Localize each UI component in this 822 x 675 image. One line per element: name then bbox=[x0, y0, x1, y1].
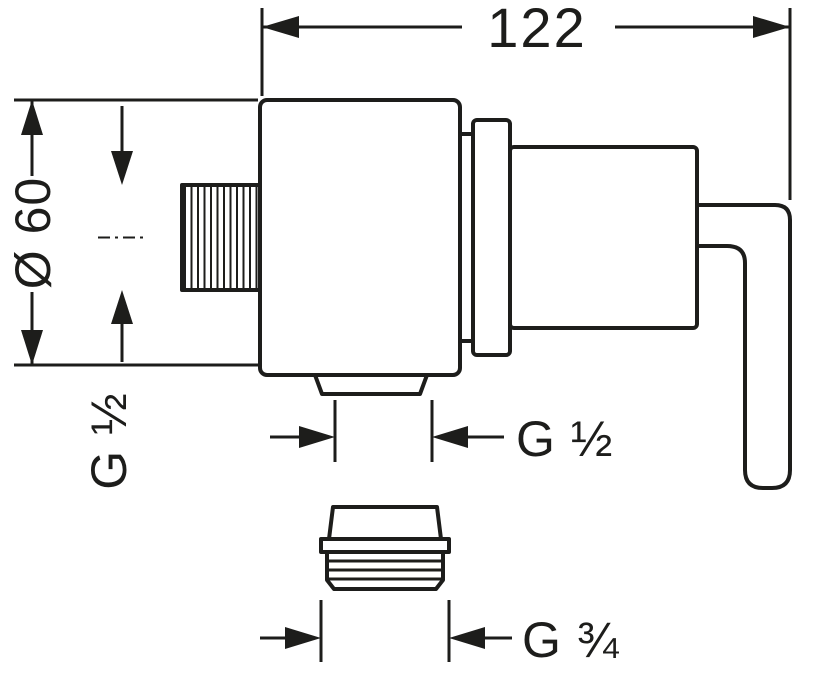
dimension-width: 122 bbox=[260, 0, 792, 200]
inlet-thread bbox=[180, 183, 260, 292]
adapter-neck bbox=[327, 505, 443, 541]
escutcheon-plate bbox=[471, 118, 512, 357]
dimension-outlet-thread: G ½ bbox=[270, 400, 613, 467]
valve-body bbox=[258, 98, 462, 377]
dimension-outlet-thread-label: G ½ bbox=[516, 411, 613, 467]
arrowhead-down-icon bbox=[21, 330, 43, 365]
arrowhead-right-icon bbox=[285, 627, 321, 649]
dimension-adapter-thread-label: G ¾ bbox=[522, 612, 620, 668]
arrowhead-up-icon bbox=[111, 290, 133, 324]
outlet-stub bbox=[313, 373, 429, 396]
arrowhead-right-icon bbox=[753, 16, 790, 38]
arrowhead-down-icon bbox=[111, 151, 133, 185]
adapter-fitting bbox=[319, 505, 451, 591]
arrowhead-up-icon bbox=[21, 100, 43, 135]
dimension-inlet-thread: G ½ bbox=[81, 106, 148, 490]
arrowhead-right-icon bbox=[299, 426, 335, 448]
dimension-width-label: 122 bbox=[487, 0, 586, 59]
arrowhead-left-icon bbox=[432, 426, 468, 448]
dimension-adapter-thread: G ¾ bbox=[260, 600, 620, 668]
arrowhead-left-icon bbox=[262, 16, 299, 38]
dimension-diameter-label: Ø 60 bbox=[5, 177, 61, 289]
cartridge-housing bbox=[508, 145, 699, 330]
handle-lever bbox=[695, 203, 792, 490]
valve-assembly bbox=[180, 98, 792, 490]
arrowhead-left-icon bbox=[449, 627, 485, 649]
dimension-inlet-thread-label: G ½ bbox=[81, 392, 137, 489]
dimension-diameter: Ø 60 bbox=[5, 98, 258, 367]
